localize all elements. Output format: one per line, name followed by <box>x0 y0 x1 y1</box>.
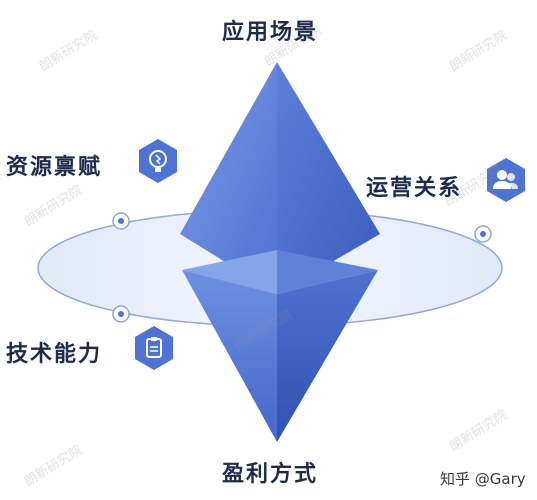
label-top: 应用场景 <box>222 20 319 45</box>
label-left-upper: 资源禀赋 <box>6 155 103 180</box>
orbit-dot-right <box>474 225 492 243</box>
credit: 知乎 @Gary <box>440 470 526 488</box>
label-right-upper: 运营关系 <box>366 176 463 201</box>
orbit-dot-left-lower <box>112 305 130 323</box>
users-icon <box>487 158 525 202</box>
lightbulb-icon <box>139 139 177 183</box>
label-left-lower: 技术能力 <box>6 342 103 367</box>
crystal-lower <box>182 250 378 442</box>
crystal-upper <box>180 62 380 294</box>
label-bottom: 盈利方式 <box>222 462 319 487</box>
orbit-dot-left-upper <box>112 212 130 230</box>
document-icon <box>135 326 173 370</box>
